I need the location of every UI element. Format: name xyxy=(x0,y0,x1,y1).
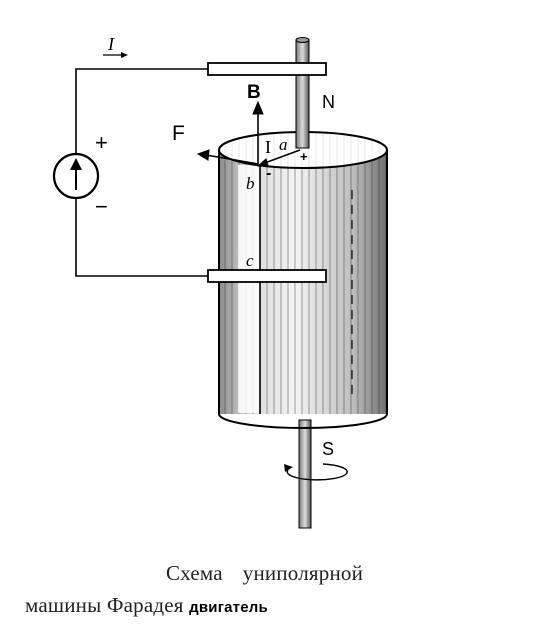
axle-plus-label: + xyxy=(300,149,308,164)
circuit-wires xyxy=(75,68,208,277)
axle-top xyxy=(295,37,310,149)
caption-word-schema: Схема xyxy=(166,561,223,585)
brush-side xyxy=(207,269,327,283)
source-minus-label: − xyxy=(95,194,108,219)
rotation-arrow-icon xyxy=(284,463,348,481)
point-b-label: b xyxy=(246,174,255,193)
current-label-top: I xyxy=(107,34,115,54)
caption-line-1: Схема униполярной xyxy=(166,561,363,586)
axle-bottom xyxy=(298,419,312,529)
caption-word-unipolar: униполярной xyxy=(242,561,364,585)
current-arrow-icon xyxy=(103,52,128,58)
caption-motor: двигатель xyxy=(189,599,268,616)
point-a-label: a xyxy=(279,135,288,154)
contact-minus-label: - xyxy=(266,165,271,182)
point-c-label: c xyxy=(246,251,254,270)
current-label-axle: I xyxy=(265,137,271,157)
south-pole-label: S xyxy=(322,439,334,459)
force-label-f: F xyxy=(172,122,185,145)
caption-faraday-machine: машины Фарадея xyxy=(25,593,184,617)
field-label-b: B xyxy=(247,82,261,103)
north-pole-label: N xyxy=(322,92,335,112)
current-source xyxy=(52,152,100,200)
source-plus-label: + xyxy=(95,130,108,155)
brush-top xyxy=(207,62,327,76)
caption-line-2: машины Фарадея двигатель xyxy=(25,593,268,618)
vectors xyxy=(196,100,301,167)
